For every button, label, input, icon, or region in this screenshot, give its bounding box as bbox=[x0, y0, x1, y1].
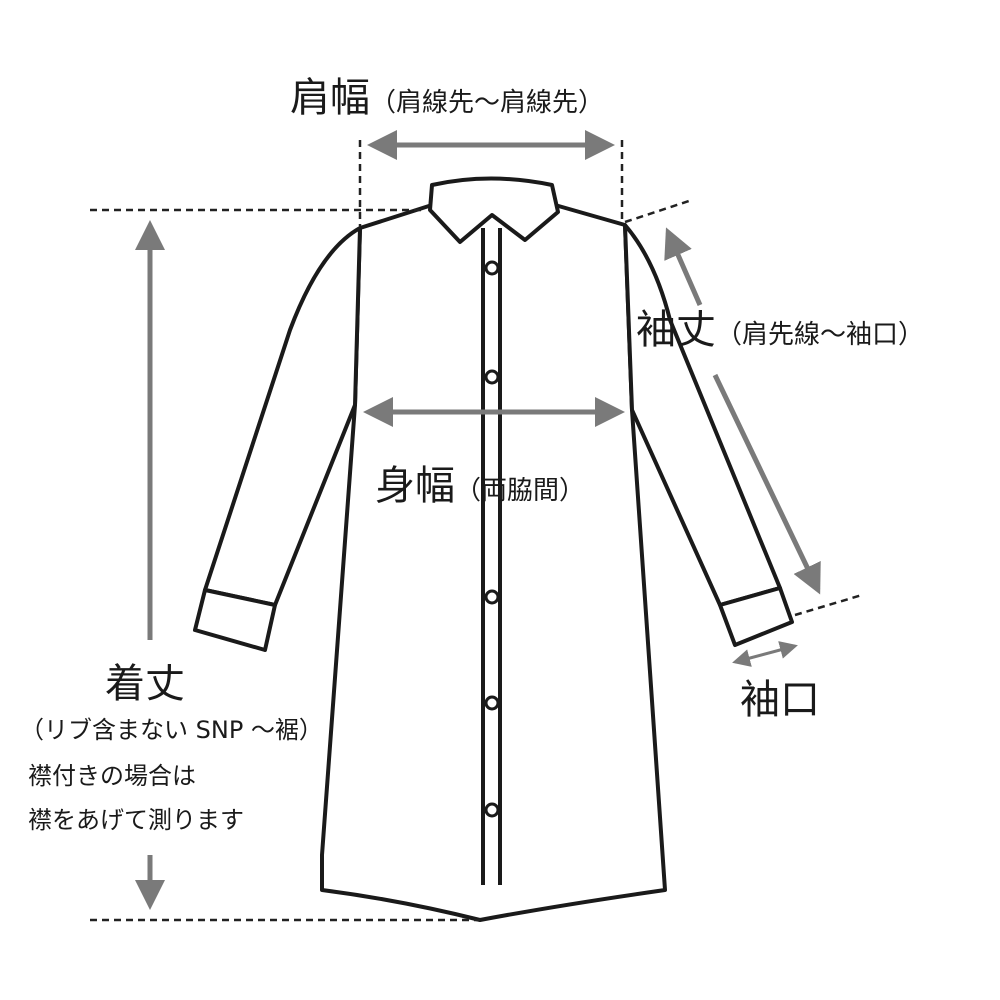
button bbox=[484, 589, 500, 605]
cuff-arrow bbox=[732, 641, 798, 667]
button bbox=[484, 369, 500, 385]
body-width-label: 身幅（両脇間） bbox=[375, 466, 585, 506]
sleeve-length-title: 袖丈 bbox=[636, 307, 716, 353]
left-sleeve bbox=[203, 226, 362, 607]
button bbox=[484, 260, 500, 276]
button bbox=[484, 802, 500, 818]
right-cuff bbox=[718, 586, 794, 647]
collar bbox=[428, 176, 560, 244]
collar-note-line1: 襟付きの場合は bbox=[28, 762, 196, 790]
shirt-body bbox=[320, 203, 667, 922]
shoulder-width-title: 肩幅 bbox=[290, 75, 370, 121]
body-width-desc: （両脇間） bbox=[455, 476, 586, 506]
placket bbox=[481, 228, 502, 885]
guide-line bbox=[624, 198, 693, 224]
button bbox=[484, 695, 500, 711]
total-length-title: 着丈 bbox=[105, 661, 185, 707]
total-length-desc: （リブ含まない SNP ～裾） bbox=[20, 716, 323, 744]
left-cuff bbox=[193, 588, 277, 652]
cuff-label: 袖口 bbox=[740, 677, 820, 723]
collar-note-line2: 襟をあげて測ります bbox=[28, 806, 244, 834]
guide-line bbox=[794, 593, 863, 617]
sleeve-arrow-top bbox=[664, 227, 703, 307]
sleeve-length-label: 袖丈（肩先線～袖口） bbox=[636, 310, 924, 350]
shoulder-width-desc: （肩線先～肩線先） bbox=[370, 88, 605, 118]
sleeve-arrow-bottom bbox=[712, 373, 821, 595]
body-width-title: 身幅 bbox=[375, 463, 455, 509]
right-sleeve bbox=[623, 223, 782, 607]
sleeve-length-desc: （肩先線～袖口） bbox=[716, 320, 925, 350]
shoulder-width-label: 肩幅（肩線先～肩線先） bbox=[290, 78, 604, 118]
